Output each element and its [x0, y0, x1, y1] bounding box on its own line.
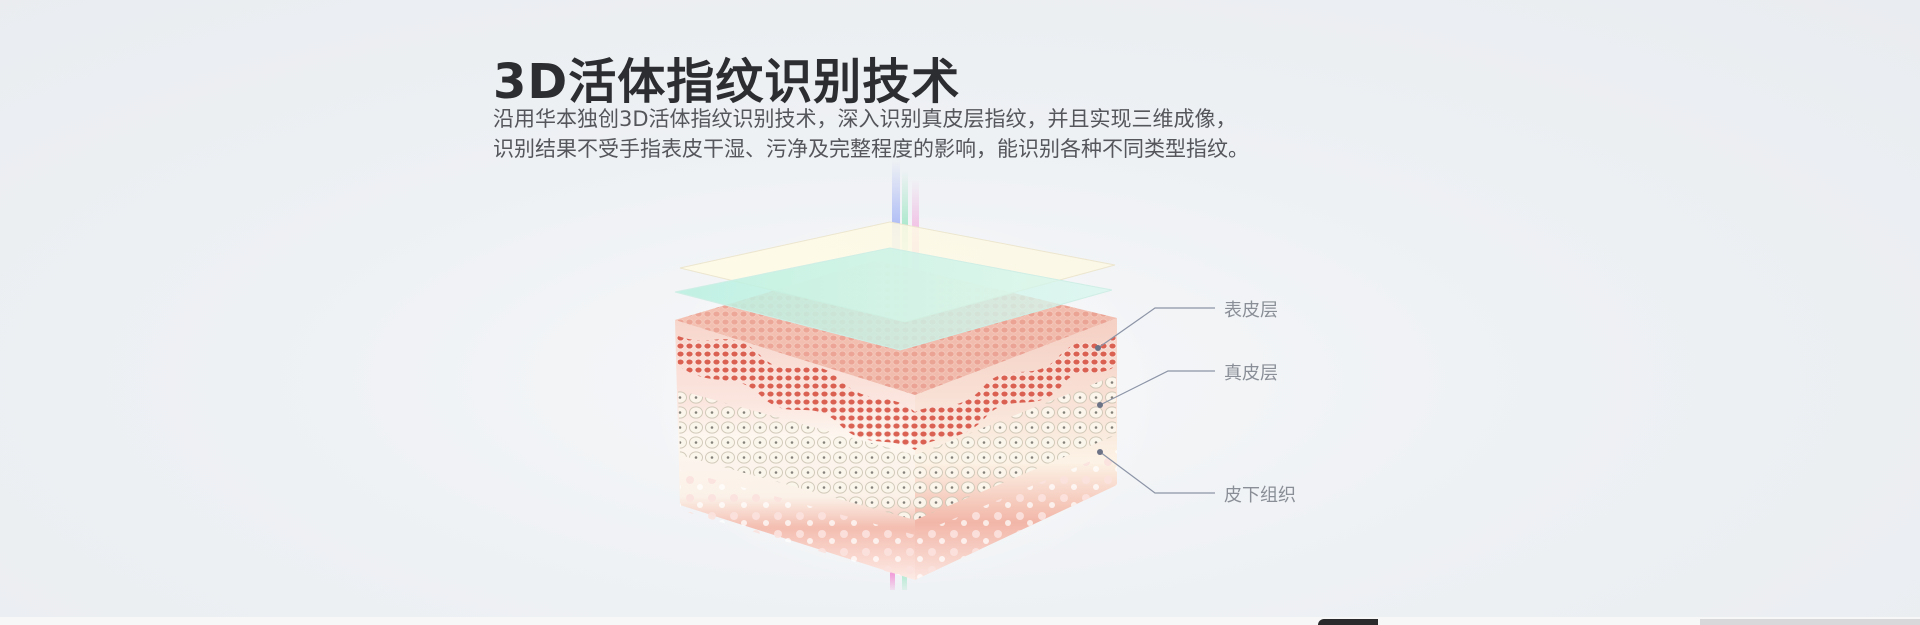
description: 沿用华本独创3D活体指纹识别技术，深入识别真皮层指纹，并且实现三维成像， 识别结…	[493, 104, 1249, 164]
label-subcutaneous: 皮下组织	[1224, 485, 1296, 506]
label-epidermis: 表皮层	[1224, 300, 1278, 321]
next-section-preview-grey	[1700, 619, 1920, 625]
description-line-2: 识别结果不受手指表皮干湿、污净及完整程度的影响，能识别各种不同类型指纹。	[493, 137, 1249, 161]
bottom-divider	[0, 617, 1920, 625]
label-dermis: 真皮层	[1224, 363, 1278, 384]
next-section-preview-dark	[1318, 619, 1378, 625]
page-title: 3D活体指纹识别技术	[493, 54, 961, 110]
skin-layers-illustration	[645, 160, 1215, 590]
description-line-1: 沿用华本独创3D活体指纹识别技术，深入识别真皮层指纹，并且实现三维成像，	[493, 107, 1237, 131]
